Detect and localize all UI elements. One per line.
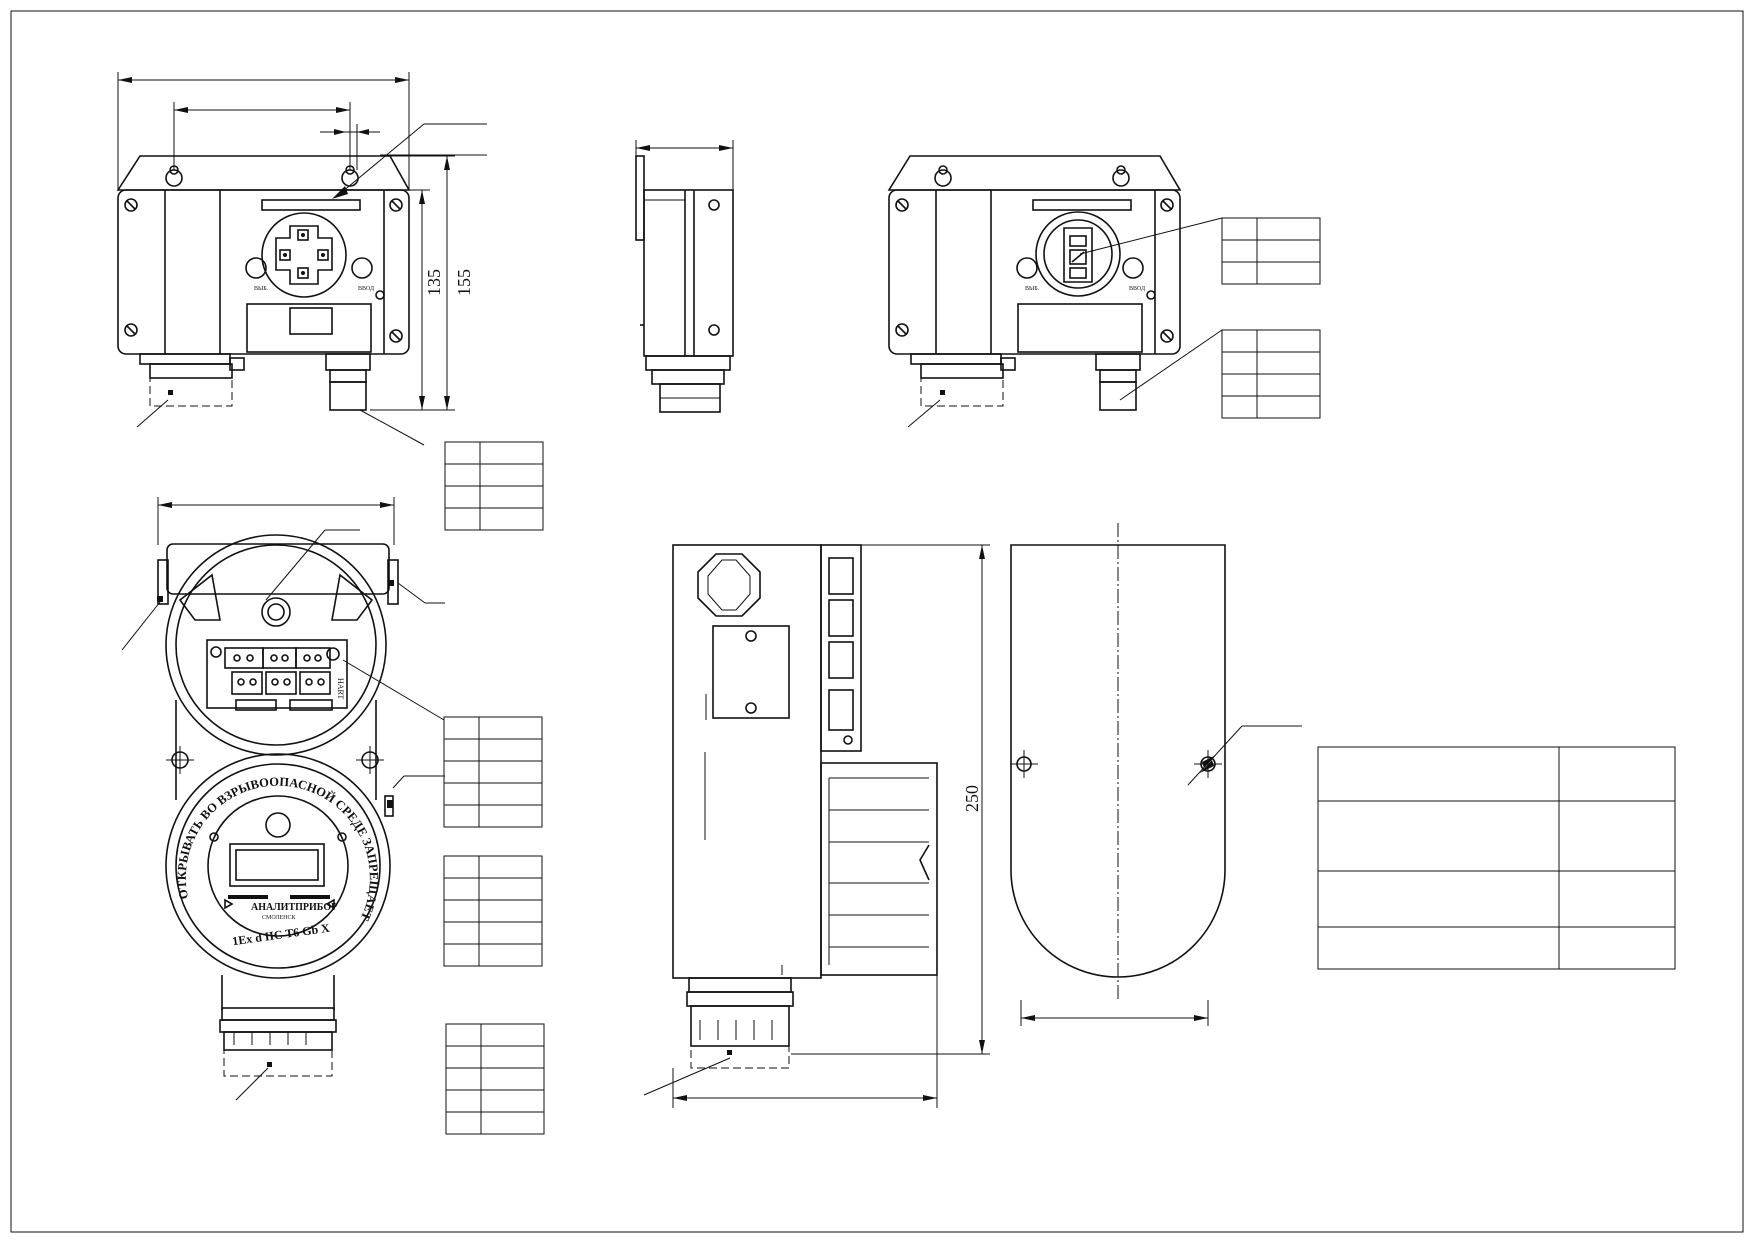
corner-screws xyxy=(124,198,403,343)
callout-table-6 xyxy=(445,1023,545,1135)
svg-text:ВВОД: ВВОД xyxy=(1129,286,1145,292)
exd-side-view xyxy=(643,544,990,1108)
svg-text:ВВОД: ВВОД xyxy=(358,286,374,292)
dim-155: 155 xyxy=(454,269,474,296)
hart-label: HART xyxy=(336,678,345,699)
ground-screw xyxy=(261,597,291,627)
enclosure-body-open xyxy=(888,189,1181,355)
exd-cable-gland xyxy=(223,1049,333,1077)
exd-bracket xyxy=(166,543,390,595)
callout-table-3 xyxy=(1221,329,1321,419)
enter-button xyxy=(351,257,373,279)
terminal-block xyxy=(206,639,348,709)
exd-display xyxy=(229,843,325,887)
sensor-window xyxy=(261,212,347,298)
front-view: ВЫБ. ВВОД xyxy=(116,72,487,446)
rear-outline xyxy=(1010,544,1226,978)
cable-gland-right xyxy=(329,381,367,411)
spec-table xyxy=(1317,746,1676,970)
dim-135: 135 xyxy=(424,269,444,296)
label-plate xyxy=(261,199,361,211)
callout-table-5 xyxy=(443,855,543,967)
sheet-frame xyxy=(10,10,1744,1233)
exd-front-view: HART АНАЛИТПРИБОР СМОЛЕНСК ОТКРЫВАТЬ ВО … xyxy=(0,0,445,1101)
terminal-housing xyxy=(165,534,387,756)
display-frame xyxy=(246,303,372,353)
svg-text:ВЫБ.: ВЫБ. xyxy=(1025,286,1040,292)
rear-outline-view xyxy=(1010,523,1302,1026)
callout-table-4 xyxy=(443,716,543,828)
brand-logo-text: АНАЛИТПРИБОР xyxy=(251,902,337,913)
svg-text:ВЫБ.: ВЫБ. xyxy=(254,286,269,292)
mount-hole-left xyxy=(165,169,183,187)
display-housing xyxy=(165,753,391,979)
callout-table-2 xyxy=(1221,217,1321,285)
front-view-open: ВЫБ. ВВОД xyxy=(887,155,1223,428)
select-button xyxy=(245,257,267,279)
mount-hole-right xyxy=(341,169,359,187)
cover-window xyxy=(265,812,291,838)
access-plate xyxy=(712,625,790,719)
cable-gland-left xyxy=(149,377,233,407)
dim-250: 250 xyxy=(962,785,982,812)
callout-table-1 xyxy=(444,441,544,531)
display-screen xyxy=(289,307,333,335)
ex-marking: 1Ex d IIC T6 Gb X xyxy=(231,921,330,949)
hex-gland xyxy=(697,553,761,617)
cover-warning-text: ОТКРЫВАТЬ ВО ВЗРЫВООПАСНОЙ СРЕДЕ ЗАПРЕЩА… xyxy=(0,0,381,923)
svg-text:СМОЛЕНСК: СМОЛЕНСК xyxy=(262,915,296,921)
sensor-cross xyxy=(275,225,333,285)
side-view-small xyxy=(635,140,734,413)
enclosure-body xyxy=(117,189,410,355)
